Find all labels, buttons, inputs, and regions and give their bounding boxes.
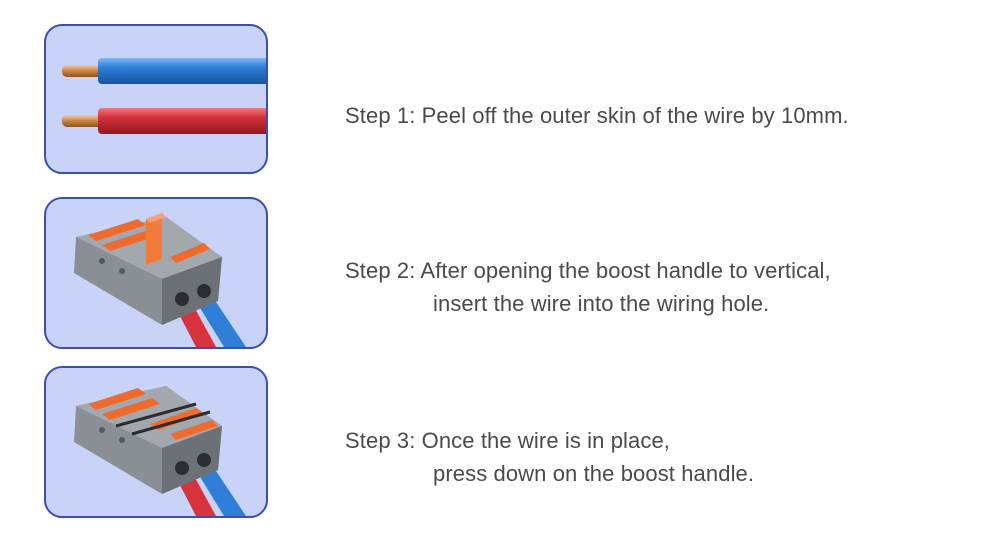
copper-core	[62, 65, 104, 77]
step-2-line-1: Step 2: After opening the boost handle t…	[345, 258, 831, 283]
red-wire	[98, 108, 266, 134]
lever	[170, 243, 210, 263]
lever-open	[146, 213, 162, 265]
connector-lever-open-icon	[74, 213, 246, 347]
lever	[88, 219, 146, 241]
step-3-image	[44, 366, 268, 518]
step-3-line-2: press down on the boost handle.	[433, 461, 755, 486]
step-1-text: Step 1: Peel off the outer skin of the w…	[345, 99, 849, 132]
step-1-image	[44, 24, 268, 174]
wiring-hole	[175, 292, 189, 306]
blue-wire	[98, 58, 266, 84]
wiring-hole	[197, 284, 211, 298]
connector-lever-closed-icon	[74, 386, 246, 516]
step-3-line-1: Step 3: Once the wire is in place,	[345, 428, 671, 453]
wiring-hole	[197, 453, 211, 467]
lever	[88, 388, 146, 410]
step-2-text: Step 2: After opening the boost handle t…	[345, 254, 831, 320]
lever	[102, 229, 160, 251]
lever	[102, 398, 160, 420]
lever	[170, 420, 218, 440]
step-1-line-1: Step 1: Peel off the outer skin of the w…	[345, 103, 849, 128]
step-3-text: Step 3: Once the wire is in place, press…	[345, 424, 754, 490]
stripped-wires-icon	[62, 58, 266, 134]
wiring-hole	[175, 461, 189, 475]
step-2-line-2: insert the wire into the wiring hole.	[433, 291, 770, 316]
step-2-image	[44, 197, 268, 349]
copper-core	[62, 115, 104, 127]
